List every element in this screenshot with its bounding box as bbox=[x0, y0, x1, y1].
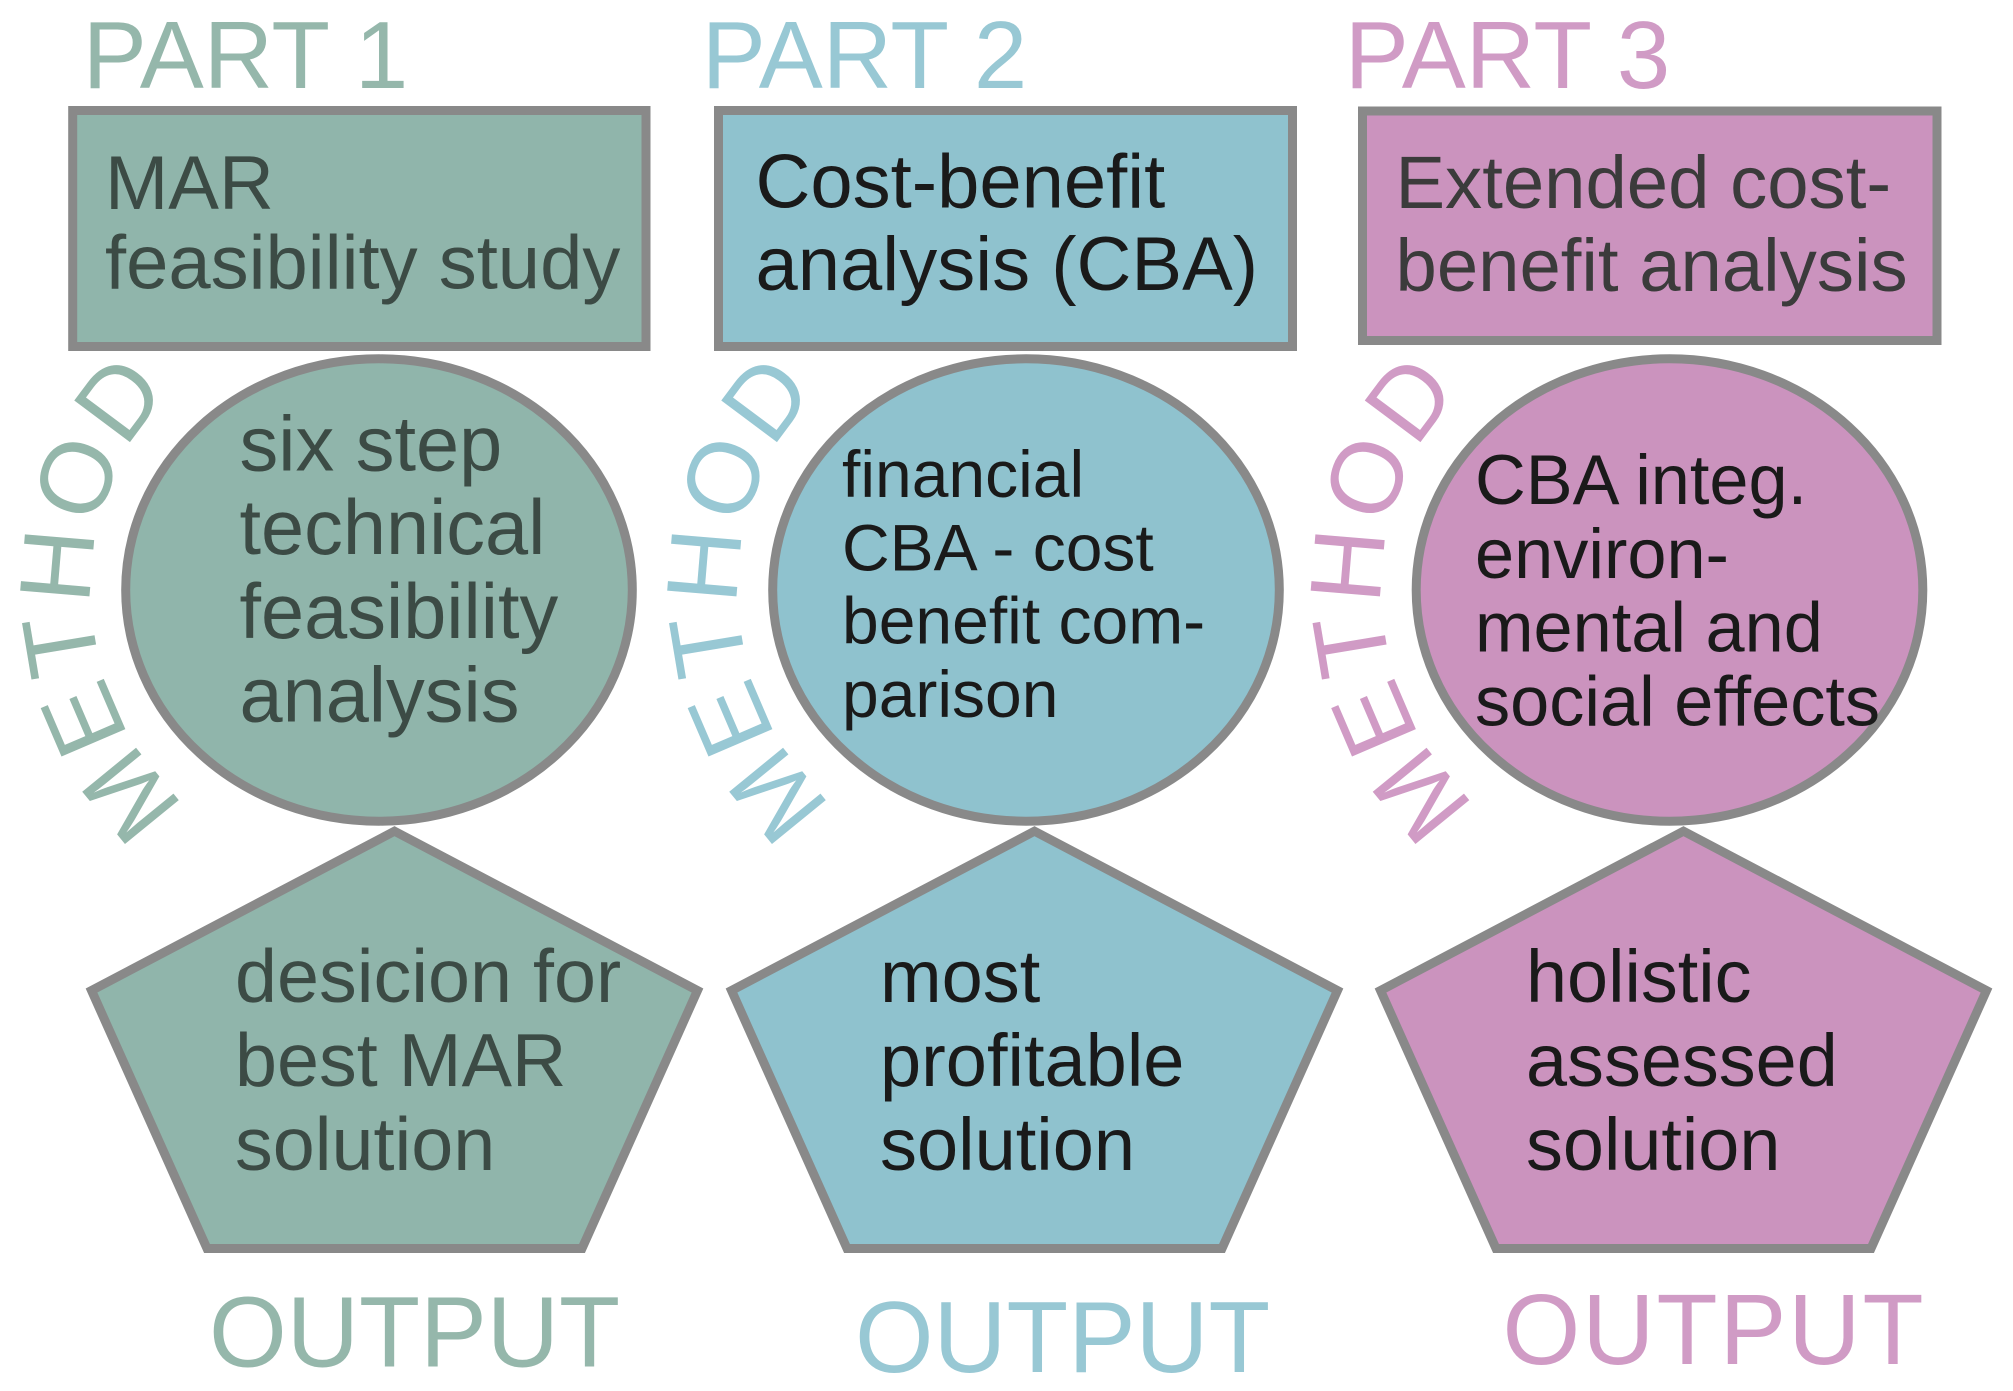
svg-text:benefit com-: benefit com- bbox=[842, 584, 1205, 658]
svg-text:environ-: environ- bbox=[1475, 514, 1729, 593]
svg-text:six step: six step bbox=[240, 402, 503, 488]
svg-text:social effects: social effects bbox=[1475, 661, 1880, 740]
svg-text:Extended cost-: Extended cost- bbox=[1396, 141, 1892, 224]
svg-text:benefit analysis: benefit analysis bbox=[1396, 224, 1908, 307]
svg-text:CBA integ.: CBA integ. bbox=[1475, 440, 1807, 519]
svg-text:feasibility: feasibility bbox=[240, 569, 559, 655]
svg-text:feasibility study: feasibility study bbox=[105, 221, 620, 306]
svg-text:mental and: mental and bbox=[1475, 588, 1823, 667]
svg-text:solution: solution bbox=[235, 1102, 495, 1186]
svg-text:technical: technical bbox=[240, 485, 546, 571]
svg-text:OUTPUT: OUTPUT bbox=[209, 1277, 620, 1389]
svg-text:analysis (CBA): analysis (CBA) bbox=[756, 222, 1259, 307]
svg-text:profitable: profitable bbox=[880, 1019, 1184, 1102]
svg-text:OUTPUT: OUTPUT bbox=[1503, 1274, 1926, 1386]
svg-text:best MAR: best MAR bbox=[235, 1018, 566, 1102]
svg-text:solution: solution bbox=[880, 1103, 1135, 1186]
svg-text:financial: financial bbox=[842, 437, 1084, 511]
svg-text:OUTPUT: OUTPUT bbox=[855, 1282, 1270, 1391]
svg-text:assessed: assessed bbox=[1526, 1019, 1838, 1102]
svg-text:Cost-benefit: Cost-benefit bbox=[756, 140, 1166, 225]
svg-text:PART 1: PART 1 bbox=[83, 2, 409, 109]
svg-text:MAR: MAR bbox=[105, 141, 274, 226]
svg-text:PART 3: PART 3 bbox=[1345, 2, 1671, 109]
svg-text:solution: solution bbox=[1526, 1103, 1780, 1186]
svg-text:analysis: analysis bbox=[240, 653, 520, 739]
svg-text:holistic: holistic bbox=[1526, 935, 1752, 1018]
svg-text:CBA - cost: CBA - cost bbox=[842, 510, 1154, 584]
svg-text:most: most bbox=[880, 935, 1041, 1018]
svg-text:PART 2: PART 2 bbox=[702, 2, 1028, 109]
svg-text:parison: parison bbox=[842, 657, 1058, 731]
svg-text:desicion for: desicion for bbox=[235, 934, 621, 1018]
